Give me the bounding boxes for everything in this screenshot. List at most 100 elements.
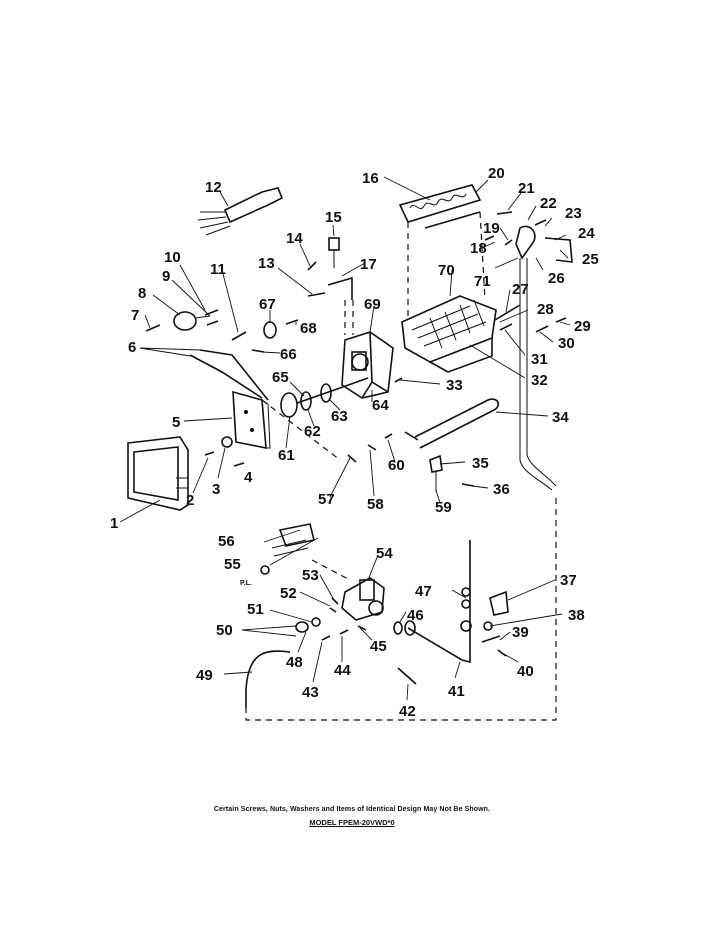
part-supply-tube [245,650,291,708]
part-label-8: 8 [138,285,146,302]
part-label-9: 9 [162,268,170,285]
part-small-clips [347,433,393,463]
part-control-box [341,331,394,399]
part-label-51: 51 [247,601,264,618]
part-label-12: 12 [205,179,222,196]
part-label-69: 69 [364,296,381,313]
part-fill-tube [404,540,471,664]
part-bracket [327,276,353,300]
part-label-10: 10 [164,249,181,266]
footnote-text: Certain Screws, Nuts, Washers and Items … [213,806,491,813]
part-label-46: 46 [407,607,424,624]
leader-lines [119,176,571,701]
part-number-labels: 1 2 3 4 5 6 7 8 9 10 11 12 13 14 15 16 1… [110,165,599,720]
part-label-4: 4 [244,469,253,486]
part-label-47: 47 [415,583,432,600]
part-fittings [460,587,472,632]
part-label-27: 27 [512,281,529,298]
part-label-14: 14 [286,230,303,247]
part-label-36: 36 [493,481,510,498]
part-label-68: 68 [300,320,317,337]
part-label-5: 5 [172,414,180,431]
part-label-6: 6 [128,339,136,356]
part-label-57: 57 [318,491,335,508]
part-label-16: 16 [362,170,379,187]
part-label-54: 54 [376,545,393,562]
part-wire-harness [197,187,284,236]
part-label-32: 32 [531,372,548,389]
part-label-63: 63 [331,408,348,425]
part-water-valve [341,577,385,621]
part-label-13: 13 [258,255,275,272]
part-label-71: 71 [474,273,491,290]
part-screws-front [204,436,245,467]
part-label-40: 40 [517,663,534,680]
part-label-30: 30 [558,335,575,352]
part-valve-fittings [295,597,403,641]
part-motor [173,311,211,331]
part-label-49: 49 [196,667,213,684]
part-label-43: 43 [302,684,319,701]
part-label-60: 60 [388,457,405,474]
part-label-53: 53 [302,567,319,584]
part-label-3: 3 [212,481,220,498]
part-label-70: 70 [438,262,455,279]
part-label-29: 29 [574,318,591,335]
part-label-17: 17 [360,256,377,273]
part-label-58: 58 [367,496,384,513]
part-tube-clip [397,667,417,685]
part-small-fasteners [145,309,247,341]
part-mounting-plate [232,390,271,449]
part-label-20: 20 [488,165,505,182]
part-label-22: 22 [540,195,557,212]
part-label-44: 44 [334,662,351,679]
part-heater-strip [398,184,482,229]
part-label-33: 33 [446,377,463,394]
part-label-2: 2 [186,492,194,509]
routing-lines [245,211,557,721]
part-label-48: 48 [286,654,303,671]
part-label-38: 38 [568,607,585,624]
part-label-26: 26 [548,270,565,287]
part-water-tube [404,398,500,449]
part-label-61: 61 [278,447,295,464]
part-shaft-group [280,377,369,418]
part-label-52: 52 [280,585,297,602]
part-label-7: 7 [131,307,139,324]
part-label-19: 19 [483,220,500,237]
part-label-24: 24 [578,225,595,242]
part-wire-frame [189,349,269,401]
part-clip [394,377,403,383]
part-label-50: 50 [216,622,233,639]
model-number: MODEL FPEM-20VWD*0 [309,818,395,827]
part-label-59: 59 [435,499,452,516]
pl-label: P.L. [240,580,252,587]
part-side-fasteners [494,304,567,333]
part-label-34: 34 [552,409,569,426]
part-label-1: 1 [110,515,118,532]
part-label-37: 37 [560,572,577,589]
part-label-39: 39 [512,624,529,641]
part-label-21: 21 [518,180,535,197]
part-label-35: 35 [472,455,489,472]
part-label-31: 31 [531,351,548,368]
part-label-65: 65 [272,369,289,386]
part-ice-mold [401,295,497,373]
part-label-67: 67 [259,296,276,313]
part-label-42: 42 [399,703,416,720]
part-label-23: 23 [565,205,582,222]
part-label-41: 41 [448,683,465,700]
part-label-25: 25 [582,251,599,268]
part-label-62: 62 [304,423,321,440]
part-label-66: 66 [280,346,297,363]
part-label-28: 28 [537,301,554,318]
part-label-45: 45 [370,638,387,655]
part-label-55: 55 [224,556,241,573]
part-clamp [429,454,475,492]
part-upper-fasteners [307,237,340,297]
part-label-64: 64 [372,397,389,414]
part-label-11: 11 [210,261,226,278]
part-fill-cup [484,211,573,350]
part-cover [127,436,189,511]
